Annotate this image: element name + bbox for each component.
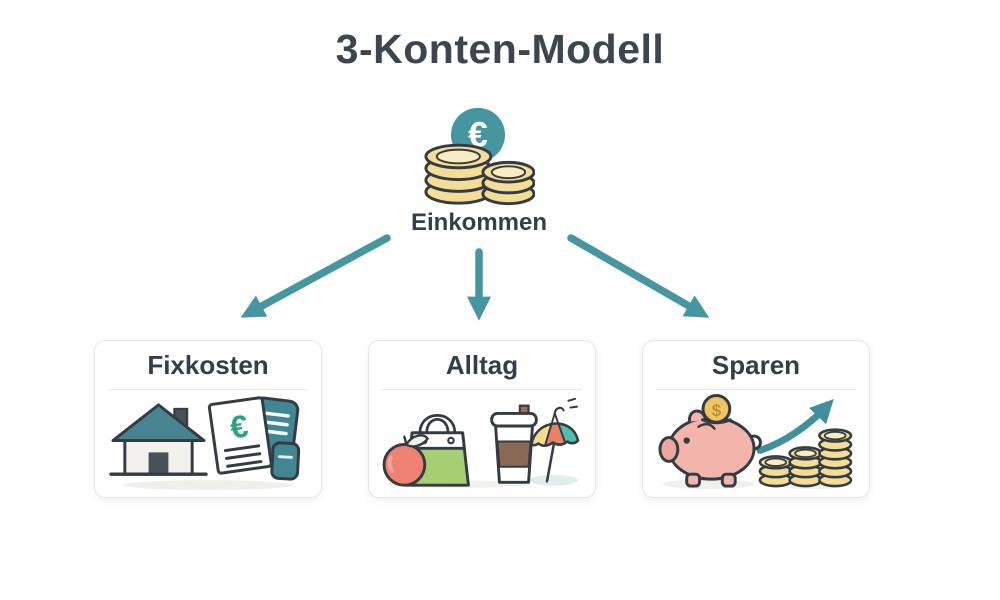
apple-icon xyxy=(382,433,430,487)
shadow xyxy=(662,478,755,489)
divider xyxy=(108,389,308,390)
dollar-coin-icon xyxy=(701,393,732,424)
divider xyxy=(656,389,856,390)
card-fixkosten-title: Fixkosten xyxy=(147,350,269,380)
card-sparen-title: Sparen xyxy=(711,350,801,380)
coin-stack-right xyxy=(481,160,535,206)
umbrella-shadow xyxy=(529,474,579,486)
card-sparen: Sparen xyxy=(642,340,870,498)
page-title: 3-Konten-Modell xyxy=(335,26,665,72)
card-fixkosten: Fixkosten xyxy=(94,340,322,498)
card-alltag-title: Alltag xyxy=(445,350,519,380)
income-label: Einkommen xyxy=(410,209,548,236)
coin-stacks-icon xyxy=(758,427,853,487)
coin-stack-left xyxy=(424,143,493,205)
piggy-bank-icon: $ xyxy=(658,393,762,488)
card-alltag: Alltag xyxy=(368,340,596,498)
fixkosten-icons: € xyxy=(109,395,301,490)
shadow xyxy=(123,479,293,490)
dollar-symbol: $ xyxy=(712,400,722,419)
growth-arrow-icon xyxy=(756,398,834,454)
arrow-to-fixkosten-icon xyxy=(240,234,391,318)
sparen-icons: $ xyxy=(658,393,853,489)
coffee-cup-icon xyxy=(490,404,538,484)
euro-coins-icon: € xyxy=(424,107,535,206)
invoice-euro-symbol: € xyxy=(228,407,251,445)
arrow-to-sparen-icon xyxy=(567,234,710,318)
beach-umbrella-icon xyxy=(530,397,580,483)
house-icon xyxy=(109,402,208,476)
divider xyxy=(382,389,582,390)
euro-invoice-icon: € xyxy=(207,395,273,475)
alltag-icons xyxy=(382,397,580,488)
teal-cup-icon xyxy=(270,440,301,481)
